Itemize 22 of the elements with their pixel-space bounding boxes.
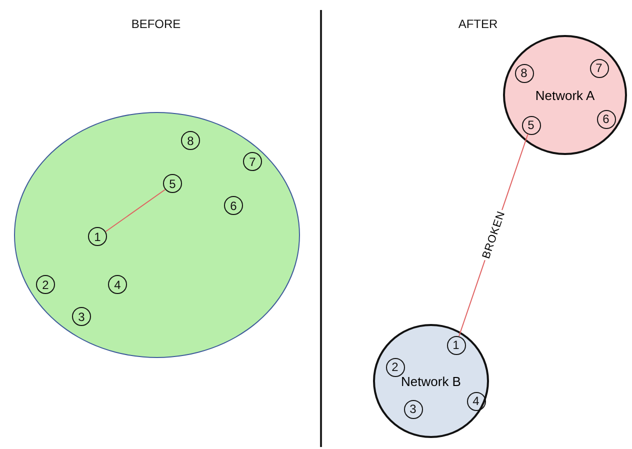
node-circle: 3: [404, 400, 422, 418]
node-circle: 2: [386, 358, 404, 376]
connector-line: [105, 188, 166, 232]
network-label: Network B: [401, 374, 461, 388]
panel-heading: BEFORE: [131, 17, 181, 31]
node-circle: 5: [522, 116, 540, 134]
node-circle: 2: [36, 275, 55, 294]
node-circle: 3: [72, 307, 91, 326]
panel-heading: AFTER: [458, 17, 498, 31]
node-circle: 5: [163, 174, 182, 193]
connector-line: [458, 134, 528, 336]
node-circle: 8: [514, 64, 534, 82]
node-circle: 8: [181, 131, 200, 150]
node-circle: 4: [108, 275, 127, 294]
node-circle: 6: [596, 110, 616, 128]
node-circle: 1: [88, 227, 107, 246]
node-circle: 4: [466, 392, 486, 410]
node-circle: 7: [243, 152, 262, 171]
node-circle: 6: [224, 196, 243, 215]
network-label: Network A: [535, 88, 595, 102]
node-circle: 1: [446, 336, 466, 354]
node-circle: 7: [590, 58, 608, 78]
